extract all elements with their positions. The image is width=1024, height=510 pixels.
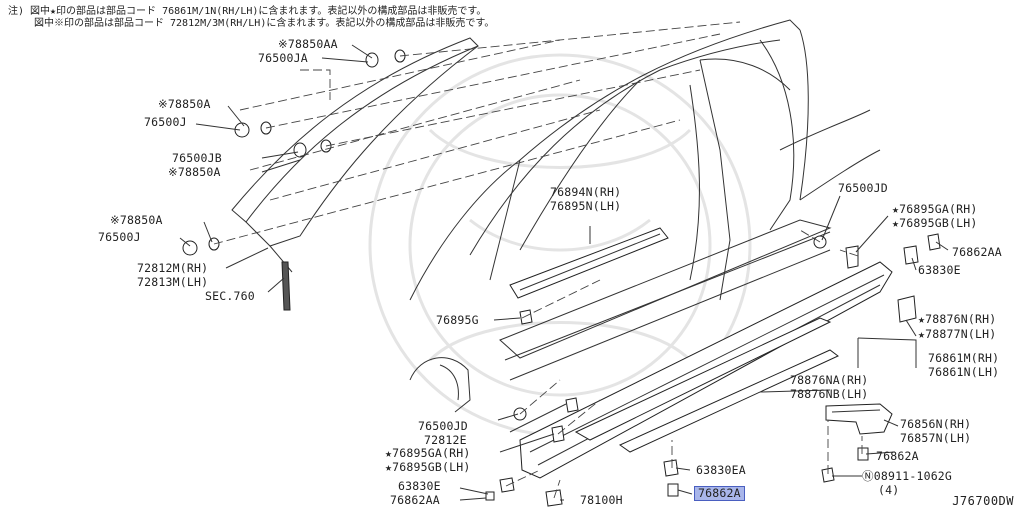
kick-plate [509,227,669,299]
callout-76862AA-right[interactable]: 76862AA [952,245,1002,259]
callout-76895GA-right[interactable]: ★76895GA(RH) [892,202,978,216]
callout-76500JB[interactable]: 76500JB [172,151,222,165]
mud-guard [825,403,893,435]
callout-78850A-upper[interactable]: ※78850A [158,97,211,111]
callout-76856N[interactable]: 76856N(RH) [900,417,972,431]
sill-seal [897,295,917,323]
inner-sill [499,219,832,381]
callout-76500JD-right[interactable]: 76500JD [838,181,888,195]
callout-76895N[interactable]: 76895N(LH) [550,199,622,213]
body-side-frame [409,19,881,301]
drawing-code: J76700DW [952,494,1014,508]
callout-72812E[interactable]: 72812E [424,433,467,447]
wheel-arch [409,357,471,413]
callout-78850A-middle[interactable]: ※78850A [168,165,221,179]
callout-78876NB[interactable]: 78876NB(LH) [790,387,869,401]
callout-72812M[interactable]: 72812M(RH) [137,261,209,275]
callout-72813M[interactable]: 72813M(LH) [137,275,209,289]
callout-78876NA[interactable]: 78876NA(RH) [790,373,869,387]
note-line-2: 図中※印の部品は部品コード 72812M/3M(RH/LH)に含まれます。表記以… [34,18,495,29]
side-sill-cover [519,261,893,479]
callout-78850A-lower[interactable]: ※78850A [110,213,163,227]
leader-lines [179,44,949,501]
callout-76895GB-lower[interactable]: ★76895GB(LH) [385,460,471,474]
callout-76857N[interactable]: 76857N(LH) [900,431,972,445]
callout-76500JD-lower[interactable]: 76500JD [418,419,468,433]
callout-sec760[interactable]: SEC.760 [205,289,255,303]
callout-78877N[interactable]: ★78877N(LH) [918,327,997,341]
callout-76862A-right[interactable]: 76862A [876,449,919,463]
callout-76500J-upper[interactable]: 76500J [144,115,187,129]
callout-08911-quantity: (4) [878,483,900,497]
callout-08911-1062G[interactable]: Ⓝ08911-1062G [862,469,953,483]
callout-76861M[interactable]: 76861M(RH) [928,351,1000,365]
callout-76895G[interactable]: 76895G [436,313,479,327]
exploded-view-lines [213,21,863,499]
callout-76500J-lower[interactable]: 76500J [98,230,141,244]
note-line-1: 注) 図中★印の部品は部品コード 76861M/1N(RH/LH)に含まれます。… [8,6,487,17]
callout-76894N[interactable]: 76894N(RH) [550,185,622,199]
callout-78100H[interactable]: 78100H [580,493,623,507]
callout-78850AA[interactable]: ※78850AA [278,37,338,51]
callout-63830E-lower[interactable]: 63830E [398,479,441,493]
callout-76862AA-lower[interactable]: 76862AA [390,493,440,507]
callout-76895GB-right[interactable]: ★76895GB(LH) [892,216,978,230]
callout-63830EA[interactable]: 63830EA [696,463,746,477]
callout-76500JA[interactable]: 76500JA [258,51,308,65]
callout-76861N[interactable]: 76861N(LH) [928,365,1000,379]
callout-76895GA-lower[interactable]: ★76895GA(RH) [385,446,471,460]
callout-76862A-selected[interactable]: 76862A [694,486,745,501]
callout-78876N[interactable]: ★78876N(RH) [918,312,997,326]
callout-63830E-right[interactable]: 63830E [918,263,961,277]
